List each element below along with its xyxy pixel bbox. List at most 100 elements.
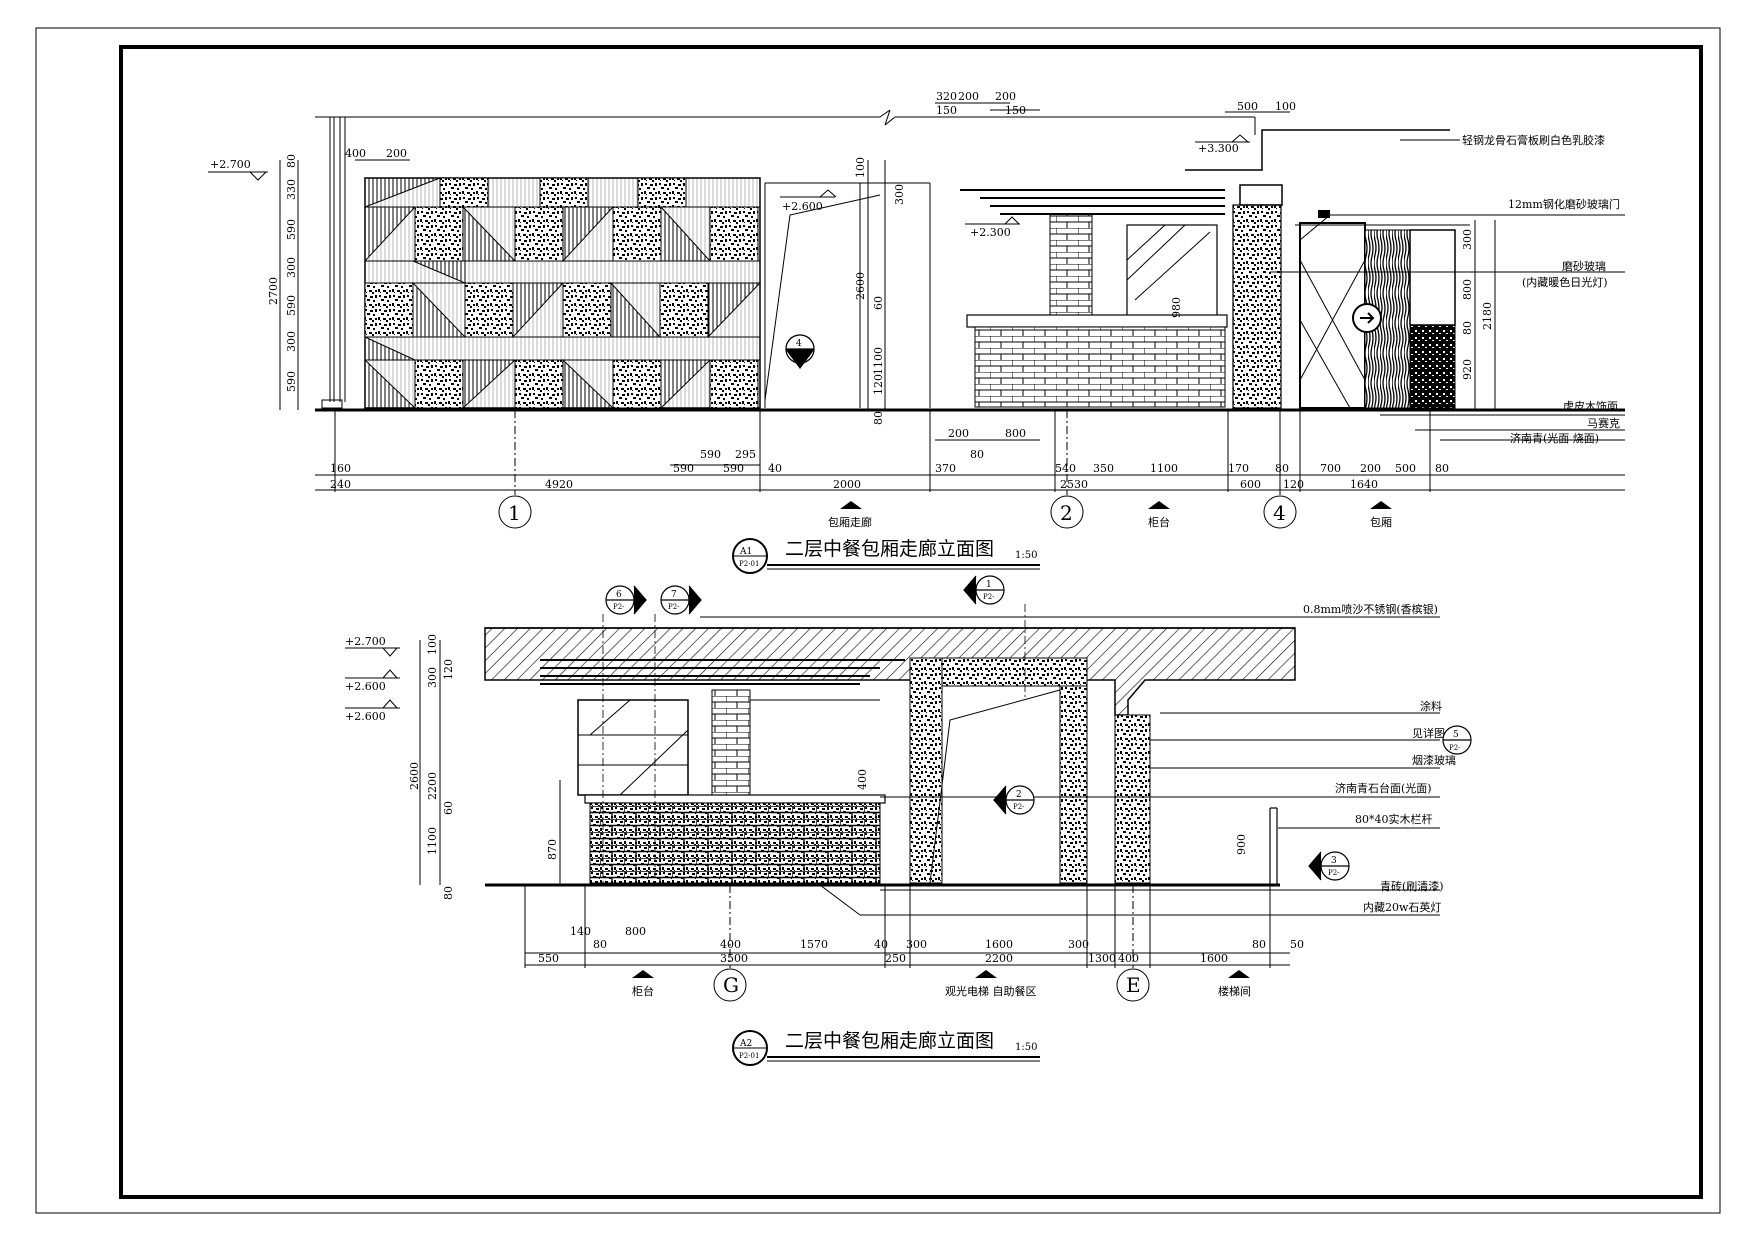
a1-dim-b4-120: 120: [1283, 478, 1304, 491]
a1-title: 二层中餐包厢走廊立面图: [785, 538, 994, 560]
elevation-a1: +2.700 +2.600 +2.300 +3.300 320 200 200 …: [208, 90, 1625, 574]
a1-axis-4: 4: [1273, 501, 1286, 525]
a1-dim-top-500: 500: [1237, 100, 1258, 113]
a1-axis-4-circle: [1263, 495, 1297, 529]
a1-dim-b4-600: 600: [1240, 478, 1261, 491]
a1-dim-b2-590: 590: [700, 448, 721, 461]
a2-dim-b1-300a: 300: [906, 938, 927, 951]
a2-dim-left-2200: 2200: [426, 772, 439, 800]
a1-dim-top-150a: 150: [936, 104, 957, 117]
a2-stone-columns: [909, 657, 1151, 884]
a1-note-tiger-wood: 虎皮木饰面: [1563, 399, 1618, 413]
a1-dim-left-300a: 300: [285, 257, 298, 278]
a1-note-jinan-stone: 济南青(光面 烧面): [1510, 431, 1599, 445]
a2-axis-e-circle: [1116, 968, 1150, 1002]
a1-dim-mid-300: 300: [893, 184, 906, 205]
a1-dim-top-320: 320: [936, 90, 957, 103]
a2-dim-b1-80a: 80: [593, 938, 607, 951]
a1-dim-left-590a: 590: [285, 219, 298, 240]
a1-dim-mid-1100: 1100: [872, 347, 885, 375]
a1-note-glass-door: 12mm钢化磨砂玻璃门: [1508, 197, 1620, 211]
a2-dim-left-60: 60: [442, 801, 455, 815]
a1-bottom-row4: 240 4920 2000 2530 600 120 1640: [330, 478, 1378, 491]
a2-dim-b1-40: 40: [874, 938, 888, 951]
a2-axis-e: E: [1126, 973, 1141, 997]
a1-axis-1-circle: [498, 495, 532, 529]
a1-title-tag-num: A1: [739, 547, 752, 557]
a1-dim-b1-200: 200: [948, 427, 969, 440]
a1-counter: [960, 189, 1228, 408]
a2-dim-b2-1300: 1300: [1088, 952, 1116, 965]
a1-dim-left-330: 330: [285, 179, 298, 200]
a2-dim-b2-400: 400: [1118, 952, 1139, 965]
a1-dim-b3-200: 200: [1360, 462, 1381, 475]
a2-dim-left-120: 120: [442, 659, 455, 680]
a1-dim-top-400: 400: [345, 147, 366, 160]
a1-dim-mid-2600: 2600: [854, 272, 867, 300]
a2-section-2-num: 2: [1016, 790, 1022, 800]
a2-detail-ref-ref: P2-: [1449, 744, 1461, 752]
a2-dim-b1-50: 50: [1290, 938, 1304, 951]
a1-dim-right-800: 800: [1461, 279, 1474, 300]
a2-dim-b1-1600: 1600: [985, 938, 1013, 951]
a1-section-tag-num: 4: [796, 339, 802, 349]
a2-zone-counter: 柜台: [632, 984, 654, 998]
elevation-a2: +2.700 +2.600 +2.600 100 300 120 2600 22…: [345, 575, 1472, 1066]
a2-bottom-row1: 140 80 800 400 1570 40 300 1600 300 80 5…: [570, 925, 1304, 951]
a2-title-tag-num: A2: [739, 1039, 752, 1049]
a1-dim-mid-60: 60: [872, 296, 885, 310]
a2-axis-g-circle: [713, 968, 747, 1002]
a2-dim-left-1100: 1100: [426, 827, 439, 855]
a1-dim-b4-2000: 2000: [833, 478, 861, 491]
a1-axis-2-circle: [1050, 495, 1084, 529]
a2-ceiling-slab: [484, 627, 1296, 716]
a1-dim-b3-80a: 80: [1275, 462, 1289, 475]
a1-mid-dims: 100 2600 1100 120 80 60 300 980: [854, 157, 1183, 425]
a2-title-tag-ref: P2-01: [739, 1052, 759, 1060]
a2-section-6-num: 6: [616, 590, 622, 600]
inner-frame: [119, 45, 1703, 1199]
a1-level-2700: +2.700: [210, 158, 251, 171]
a2-level-2600b: +2.600: [345, 710, 386, 723]
a2-dim-left-300: 300: [426, 667, 439, 688]
a1-dim-b1-80: 80: [970, 448, 984, 461]
a1-level-2300: +2.300: [970, 226, 1011, 239]
a2-level-2600a: +2.600: [345, 680, 386, 693]
a2-window: [577, 689, 880, 796]
a1-left-dims: 80 330 590 300 590 300 590 2700: [267, 154, 298, 392]
a1-dim-left-590c: 590: [285, 371, 298, 392]
a1-dim-b4-4920: 4920: [545, 478, 573, 491]
a1-level-2600: +2.600: [782, 200, 823, 213]
a1-dim-left-80: 80: [285, 154, 298, 168]
a2-left-dims: 100 300 120 2600 2200 1100 870 80 60 400…: [408, 634, 1248, 900]
a2-dim-b2-1600: 1600: [1200, 952, 1228, 965]
a1-dim-top-100: 100: [1275, 100, 1296, 113]
a1-zone-room: 包厢: [1370, 516, 1392, 529]
a2-dim-left-2600: 2600: [408, 762, 421, 790]
a2-zone-stair: 楼梯间: [1218, 984, 1251, 998]
a1-dim-b3-700: 700: [1320, 462, 1341, 475]
outer-frame: [35, 27, 1721, 1214]
a2-dim-b1-80b: 80: [1252, 938, 1266, 951]
a1-dim-b3-540: 540: [1055, 462, 1076, 475]
a2-note-detail: 见详图: [1412, 726, 1445, 740]
a1-dim-b3-40: 40: [768, 462, 782, 475]
a2-dim-b2-250: 250: [885, 952, 906, 965]
a1-dim-b3-350: 350: [1093, 462, 1114, 475]
a1-note-mosaic: 马赛克: [1587, 416, 1620, 430]
a1-feature-wall: [364, 177, 762, 410]
a1-dim-left-300b: 300: [285, 331, 298, 352]
a2-section-3-num: 3: [1331, 856, 1337, 866]
a1-dim-top-200a: 200: [958, 90, 979, 103]
a2-note-quartz-light: 内藏20w石英灯: [1363, 900, 1441, 914]
a1-scale: 1:50: [1015, 550, 1037, 561]
a1-note-hidden-light: (内藏暖色日光灯): [1522, 275, 1608, 289]
a1-dim-b3-500: 500: [1395, 462, 1416, 475]
a1-right-dims: 300 800 920 2180 80: [1461, 229, 1494, 380]
a2-section-1-num: 1: [986, 580, 992, 590]
a2-level-2700: +2.700: [345, 635, 386, 648]
a2-dim-left-400: 400: [856, 769, 869, 790]
a2-railing: [1269, 807, 1278, 885]
a1-axis-2: 2: [1060, 501, 1073, 525]
